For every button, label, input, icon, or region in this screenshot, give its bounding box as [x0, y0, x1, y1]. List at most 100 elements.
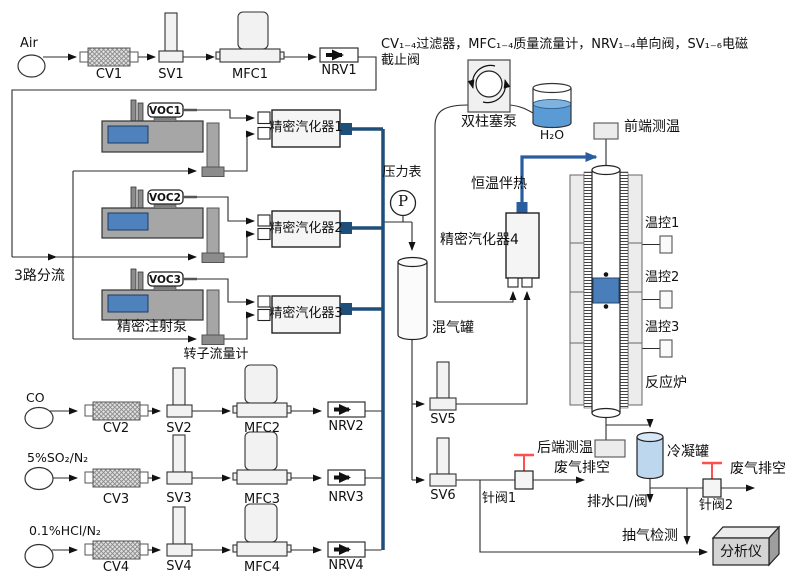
rear-temp-label: 后端测温 [537, 440, 593, 456]
vaporizers [257, 109, 352, 334]
mixing-tank-label: 混气罐 [432, 320, 474, 336]
heat-traced-line [520, 152, 598, 202]
vaporizer-2 [257, 210, 352, 248]
temp-ctrl-box-3 [659, 339, 673, 358]
rotameter-1 [201, 122, 225, 177]
temp-ctrl-3-label: 温控3 [645, 320, 680, 335]
syringe-pump-3 [101, 268, 204, 321]
sv2-label: SV2 [166, 421, 192, 436]
sampling-label: 抽气检测 [622, 528, 678, 544]
mfc-controllers [215, 11, 292, 557]
vaporizer1-label: 精密汽化器1 [269, 120, 343, 135]
needle-valve-2 [702, 461, 722, 498]
sv3-valve [166, 434, 193, 485]
temp-ctrl-box-1 [659, 235, 673, 254]
vaporizer2-label: 精密汽化器2 [269, 221, 343, 236]
furnace-label: 反应炉 [645, 375, 687, 391]
reactor-furnace [569, 164, 673, 419]
pipes [11, 53, 755, 556]
sv5-valve [429, 361, 457, 411]
so2-label: 5%SO₂/N₂ [27, 450, 89, 465]
heater-coil-right [619, 171, 629, 409]
needle-valve-1 [514, 453, 534, 490]
vaporizer-3 [257, 295, 352, 334]
nrv3-label: NRV3 [328, 490, 364, 505]
mfc1-label: MFC1 [231, 67, 269, 82]
cv2-filter [84, 401, 149, 421]
syringe-pump-2 [101, 186, 204, 239]
nrv2-valve [327, 401, 366, 418]
vent-right-label: 废气排空 [730, 461, 786, 477]
nrv-valves [319, 47, 366, 558]
mfc3-label: MFC3 [243, 492, 281, 507]
cv2-label: CV2 [102, 421, 130, 436]
temp-ctrl-1-label: 温控1 [645, 216, 680, 231]
legend-line2: 截止阀 [381, 53, 421, 68]
plunger-pump [467, 59, 511, 113]
sv6-valve [429, 437, 457, 487]
rear-temp-box [594, 439, 626, 458]
rotameter-label: 转子流量计 [183, 347, 249, 362]
front-temp-label: 前端测温 [624, 119, 680, 135]
air-cylinder [17, 54, 46, 78]
front-temp-box [593, 122, 619, 140]
sv1-label: SV1 [158, 67, 184, 82]
gauge-symbol: P [397, 192, 409, 210]
rotameter-3 [201, 289, 225, 345]
mfc3-controller [232, 431, 292, 485]
hcl-label: 0.1%HCl/N₂ [29, 523, 101, 538]
heat-trace-label: 恒温伴热 [471, 176, 527, 192]
sv4-valve [166, 506, 193, 557]
pressure-gauge [389, 189, 417, 217]
sv3-label: SV3 [166, 491, 192, 506]
mixing-tank [397, 256, 428, 341]
gas-sources [17, 54, 54, 569]
voc3-label: VOC3 [149, 274, 181, 286]
syringe-pump-1 [101, 99, 204, 153]
mfc4-controller [232, 503, 292, 557]
condenser-label: 冷凝罐 [667, 444, 709, 460]
cv4-label: CV4 [102, 560, 130, 575]
split-label: 3路分流 [14, 268, 65, 284]
air-label: Air [20, 36, 38, 51]
mfc4-label: MFC4 [243, 560, 281, 575]
cv4-filter [84, 540, 149, 560]
heater-coil-left [583, 171, 593, 409]
mfc2-controller [232, 364, 292, 418]
condenser-tank [636, 431, 664, 480]
co-label: CO [26, 390, 45, 405]
legend-line1: CV₁₋₄过滤器，MFC₁₋₄质量流量计，NRV₁₋₄单向阀，SV₁₋₆电磁 [381, 37, 748, 52]
sv2-valve [166, 367, 193, 418]
hcl-cylinder [24, 543, 54, 569]
needle-valve-2-label: 针阀2 [698, 498, 734, 513]
voc1-label: VOC1 [149, 105, 181, 117]
cv1-filter [79, 47, 139, 67]
vaporizer3-label: 精密汽化器3 [269, 306, 343, 321]
gas-manifold-line [352, 127, 385, 550]
water-beaker [532, 82, 572, 129]
drain-label: 排水口/阀 [587, 494, 648, 510]
temp-ctrl-2-label: 温控2 [645, 270, 680, 285]
nrv4-label: NRV4 [328, 558, 364, 573]
cv-filters [79, 47, 149, 560]
catalyst-bed [592, 277, 620, 304]
nrv3-valve [327, 469, 366, 486]
co-cylinder [24, 406, 54, 430]
nrv1-valve [319, 47, 359, 63]
nrv2-label: NRV2 [328, 419, 364, 434]
rotameter-2 [201, 207, 225, 263]
analyzer-box [711, 525, 781, 567]
pressure-gauge-label: 压力表 [382, 165, 422, 180]
mfc1-controller [215, 11, 285, 63]
sv4-label: SV4 [166, 559, 192, 574]
voc2-label: VOC2 [149, 192, 181, 204]
nrv4-valve [327, 541, 366, 558]
vaporizer4-label: 精密汽化器4 [440, 232, 519, 248]
needle-valve-1-label: 针阀1 [481, 491, 517, 506]
plunger-pump-label: 双柱塞泵 [461, 114, 517, 130]
temp-ctrl-box-2 [659, 290, 673, 309]
sv5-label: SV5 [430, 412, 456, 427]
vaporizer-4 [505, 202, 540, 288]
